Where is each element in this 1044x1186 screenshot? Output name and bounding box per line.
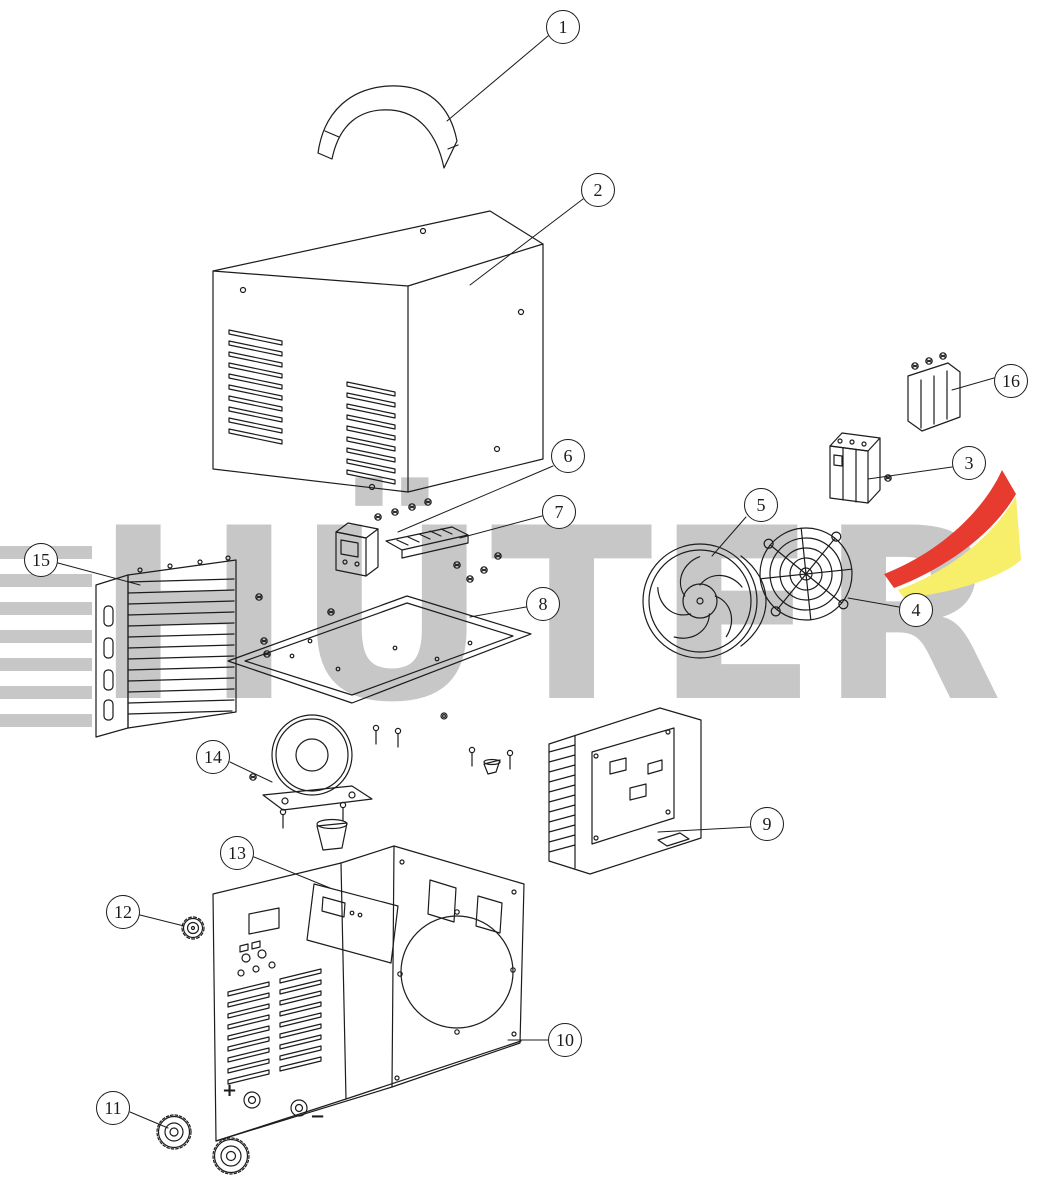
callout-2-label: 2 xyxy=(593,179,603,200)
watermark-stripe xyxy=(0,686,92,699)
callout-12-label: 12 xyxy=(114,901,132,922)
part-8-base-plate xyxy=(227,595,532,704)
callout-1: 1 xyxy=(546,10,580,44)
callout-4-label: 4 xyxy=(911,599,921,620)
minus-symbol: − xyxy=(310,1106,325,1127)
callout-6: 6 xyxy=(551,439,585,473)
callout-15-label: 15 xyxy=(32,549,50,570)
callout-11: 11 xyxy=(96,1091,130,1125)
callout-2: 2 xyxy=(581,173,615,207)
part-13-front-overlay xyxy=(306,883,399,964)
part-12-knob xyxy=(181,916,205,940)
callout-14-label: 14 xyxy=(204,746,222,767)
callout-5-label: 5 xyxy=(756,494,766,515)
callout-10: 10 xyxy=(548,1023,582,1057)
watermark-stripe xyxy=(0,602,92,615)
part-11-output-sockets xyxy=(156,1114,250,1175)
part-3-contactor xyxy=(829,432,892,504)
callout-8-label: 8 xyxy=(538,593,548,614)
callout-13: 13 xyxy=(220,836,254,870)
plus-symbol: + xyxy=(222,1080,237,1101)
part-10-chassis xyxy=(212,845,525,1142)
callout-8: 8 xyxy=(526,587,560,621)
part-4-fan-grille xyxy=(759,527,853,621)
callout-9-label: 9 xyxy=(762,813,772,834)
callout-10-label: 10 xyxy=(556,1029,574,1050)
callout-3-label: 3 xyxy=(964,452,974,473)
callout-7: 7 xyxy=(542,495,576,529)
callout-7-label: 7 xyxy=(554,501,564,522)
brand-swoosh-logo xyxy=(884,470,1021,598)
part-14-transformer xyxy=(262,714,373,851)
callout-13-label: 13 xyxy=(228,842,246,863)
callout-14: 14 xyxy=(196,740,230,774)
part-16-terminal-bracket xyxy=(907,352,961,432)
watermark-stripe xyxy=(0,574,92,587)
callout-4: 4 xyxy=(899,593,933,627)
callout-1-label: 1 xyxy=(558,16,568,37)
callout-5: 5 xyxy=(744,488,778,522)
callout-12: 12 xyxy=(106,895,140,929)
callout-15: 15 xyxy=(24,543,58,577)
watermark-stripe xyxy=(0,658,92,671)
callout-3: 3 xyxy=(952,446,986,480)
callout-11-label: 11 xyxy=(104,1097,122,1118)
part-1-handle xyxy=(317,85,459,169)
part-5-fan xyxy=(642,543,767,659)
callout-16: 16 xyxy=(994,364,1028,398)
logo-red-swoosh xyxy=(884,470,1016,588)
part-2-cover xyxy=(212,210,544,493)
part-6-control-box xyxy=(335,522,379,577)
watermark-stripe xyxy=(0,630,92,643)
callout-16-label: 16 xyxy=(1002,370,1020,391)
logo-yellow-swoosh xyxy=(898,496,1021,598)
fasteners xyxy=(249,498,514,781)
part-7-terminal-strip xyxy=(385,526,469,559)
watermark-stripe xyxy=(0,714,92,727)
polarity-symbols: + − xyxy=(222,1080,325,1127)
part-15-heatsink-panel xyxy=(95,555,237,738)
leader-lines xyxy=(57,35,995,1129)
part-9-side-panel-pcb xyxy=(548,707,702,875)
callout-6-label: 6 xyxy=(563,445,573,466)
callout-9: 9 xyxy=(750,807,784,841)
